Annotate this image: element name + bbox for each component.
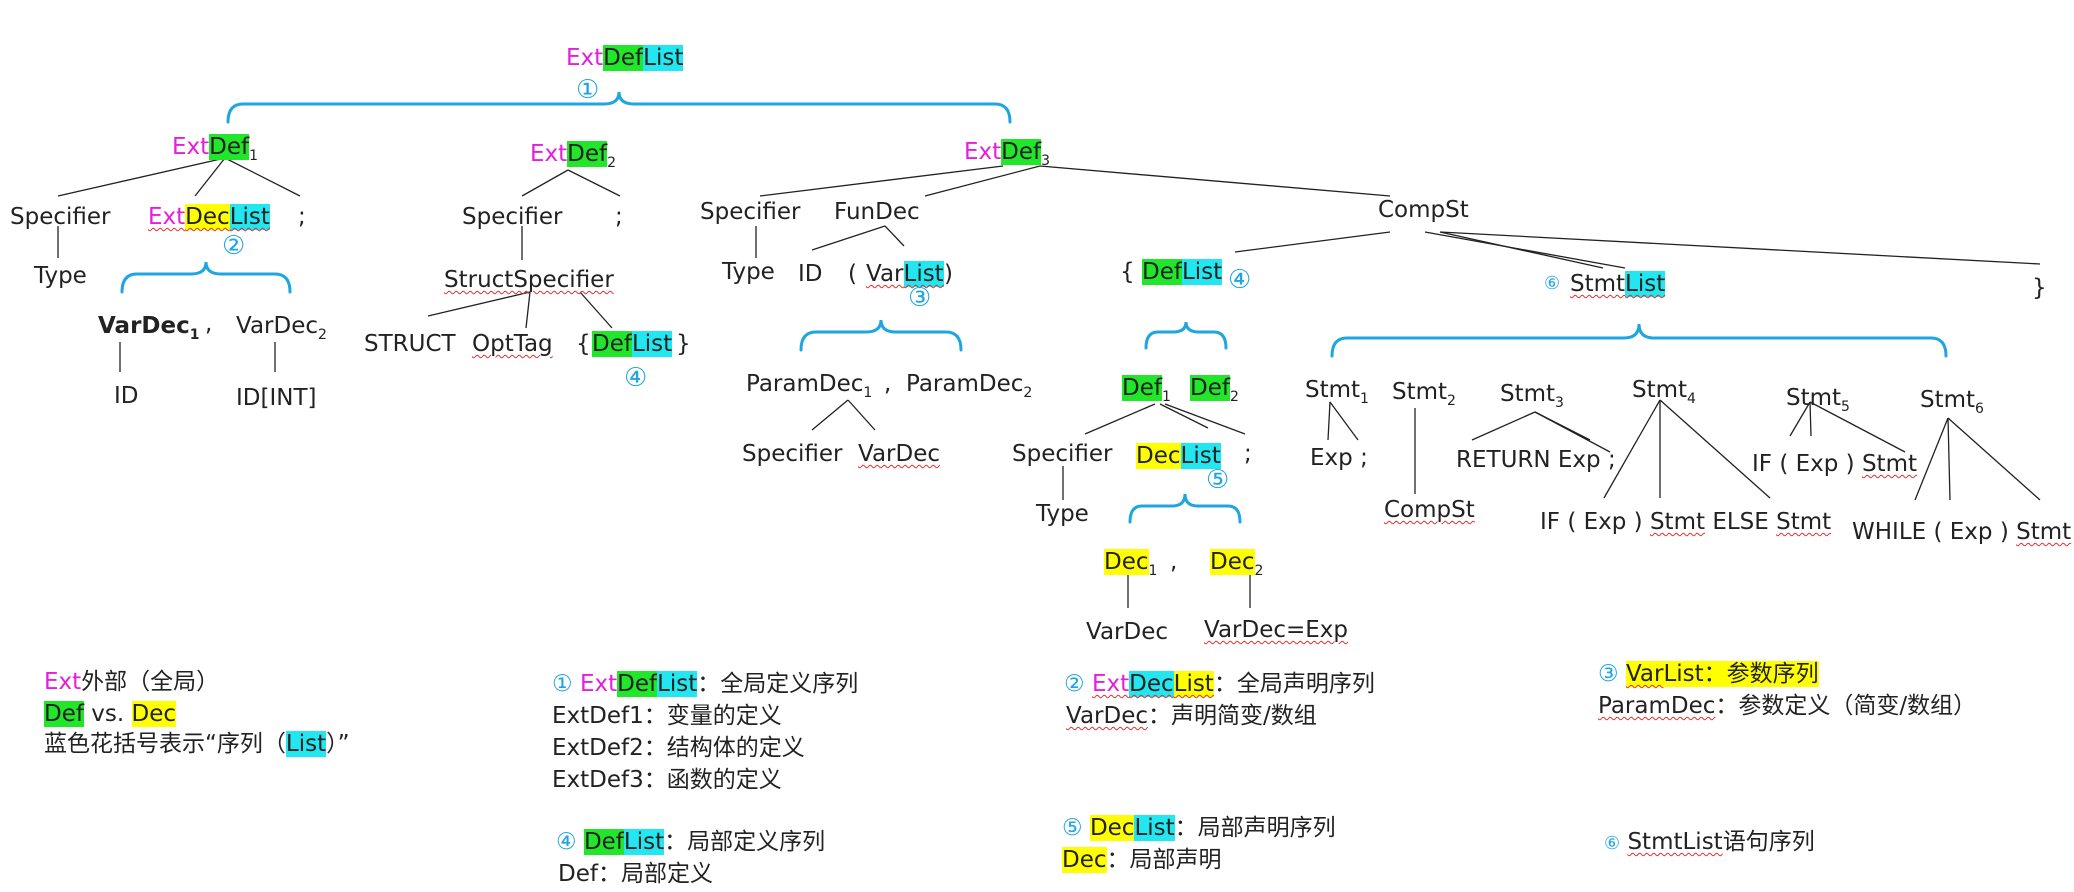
id-int-node: ID[INT] bbox=[236, 385, 317, 411]
type-node: Type bbox=[1036, 501, 1089, 527]
specifier-node: Specifier bbox=[1012, 441, 1113, 467]
extdef1-node: ExtDef1 bbox=[172, 134, 259, 164]
vardec1-node: VarDec1 bbox=[98, 313, 200, 343]
stmt2-node: Stmt2 bbox=[1392, 379, 1456, 409]
deflist-node: DefList bbox=[592, 331, 673, 357]
left-brace-node: { bbox=[576, 331, 591, 357]
def1-node: Def1 bbox=[1122, 375, 1171, 405]
legend-extdef3: ExtDef3：函数的定义 bbox=[552, 767, 782, 793]
vardec-assign-node: VarDec=Exp bbox=[1204, 617, 1349, 643]
circled-number-6: ⑥ bbox=[1544, 273, 1561, 294]
exp-semicolon-node: Exp ; bbox=[1310, 445, 1368, 471]
stmt4-node: Stmt4 bbox=[1632, 377, 1696, 407]
if-else-node: IF ( Exp ) Stmt ELSE Stmt bbox=[1540, 509, 1832, 535]
compst-node: CompSt bbox=[1384, 497, 1475, 523]
deflist-node: DefList bbox=[1142, 259, 1223, 285]
specifier-node: Specifier bbox=[10, 204, 111, 230]
dec1-node: Dec1 bbox=[1104, 549, 1158, 579]
circled-number-5: ⑤ bbox=[1206, 465, 1230, 495]
legend-extdeclist: ② ExtDecList：全局声明序列 bbox=[1064, 671, 1375, 697]
stmt1-node: Stmt1 bbox=[1305, 377, 1369, 407]
circled-number-2: ② bbox=[222, 231, 246, 261]
stmt6-node: Stmt6 bbox=[1920, 387, 1984, 417]
right-brace-node: } bbox=[2032, 275, 2047, 301]
type-node: Type bbox=[34, 263, 87, 289]
legend-deflist: ④ DefList：局部定义序列 bbox=[556, 829, 826, 855]
extdeclist-node: ExtDecList bbox=[148, 204, 270, 230]
semicolon-node: ; bbox=[298, 204, 306, 230]
legend-brace-meaning: 蓝色花括号表示“序列（List）” bbox=[44, 731, 350, 757]
stmtlist-node: StmtList bbox=[1570, 271, 1666, 297]
vardec-node: VarDec bbox=[1086, 619, 1169, 645]
legend-stmtlist: ⑥ StmtList语句序列 bbox=[1604, 829, 1815, 855]
extdef3-node: ExtDef3 bbox=[964, 139, 1051, 169]
left-brace-node: { bbox=[1120, 259, 1135, 285]
circled-number-3: ③ bbox=[908, 283, 932, 313]
root-extdeflist-node: ExtDefList bbox=[566, 45, 684, 71]
legend-dec: Dec：局部声明 bbox=[1062, 847, 1222, 873]
comma-node: , bbox=[884, 371, 892, 397]
while-node: WHILE ( Exp ) Stmt bbox=[1852, 519, 2072, 545]
structspecifier-node: StructSpecifier bbox=[444, 267, 614, 293]
circled-number-1: ① bbox=[576, 75, 600, 105]
left-paren-node: ( bbox=[848, 261, 857, 287]
def2-node: Def2 bbox=[1190, 375, 1239, 405]
legend-varlist: ③ VarList：参数序列 bbox=[1598, 661, 1819, 687]
legend-def-vs-dec: Def vs. Dec bbox=[44, 701, 177, 727]
declist-node: DecList bbox=[1136, 443, 1221, 469]
return-exp-semicolon-node: RETURN Exp ; bbox=[1456, 447, 1616, 473]
semicolon-node: ; bbox=[615, 204, 623, 230]
paramdec2-node: ParamDec2 bbox=[906, 371, 1033, 401]
legend-ext: Ext外部（全局） bbox=[44, 669, 220, 695]
specifier-node: Specifier bbox=[462, 204, 563, 230]
struct-keyword-node: STRUCT bbox=[364, 331, 456, 357]
paramdec1-node: ParamDec1 bbox=[746, 371, 873, 401]
id-node: ID bbox=[114, 383, 139, 409]
circled-number-4: ④ bbox=[624, 363, 648, 393]
specifier-node: Specifier bbox=[742, 441, 843, 467]
legend-extdeflist: ① ExtDefList：全局定义序列 bbox=[552, 671, 859, 697]
varlist-node: VarList bbox=[866, 261, 944, 287]
legend-vardec: VarDec：声明简变/数组 bbox=[1066, 703, 1317, 729]
circled-number-4: ④ bbox=[1228, 265, 1252, 295]
stmt3-node: Stmt3 bbox=[1500, 381, 1564, 411]
legend-extdef2: ExtDef2：结构体的定义 bbox=[552, 735, 805, 761]
fundec-node: FunDec bbox=[834, 199, 920, 225]
vardec2-node: VarDec2 bbox=[236, 313, 327, 343]
comma-node: , bbox=[205, 311, 213, 337]
right-paren-node: ) bbox=[944, 261, 953, 287]
specifier-node: Specifier bbox=[700, 199, 801, 225]
type-node: Type bbox=[722, 259, 775, 285]
vardec-node: VarDec bbox=[858, 441, 941, 467]
if-node: IF ( Exp ) Stmt bbox=[1752, 451, 1917, 477]
comma-node: , bbox=[1170, 549, 1178, 575]
opttag-node: OptTag bbox=[472, 331, 553, 357]
legend-extdef1: ExtDef1：变量的定义 bbox=[552, 703, 782, 729]
legend-declist: ⑤ DecList：局部声明序列 bbox=[1062, 815, 1336, 841]
id-node: ID bbox=[798, 261, 823, 287]
extdef2-node: ExtDef2 bbox=[530, 141, 617, 171]
dec2-node: Dec2 bbox=[1210, 549, 1264, 579]
right-brace-node: } bbox=[676, 331, 691, 357]
semicolon-node: ; bbox=[1244, 441, 1252, 467]
stmt5-node: Stmt5 bbox=[1786, 385, 1850, 415]
compst-node: CompSt bbox=[1378, 197, 1469, 223]
legend-paramdec: ParamDec：参数定义（简变/数组） bbox=[1598, 693, 1977, 719]
legend-def: Def：局部定义 bbox=[558, 861, 713, 887]
